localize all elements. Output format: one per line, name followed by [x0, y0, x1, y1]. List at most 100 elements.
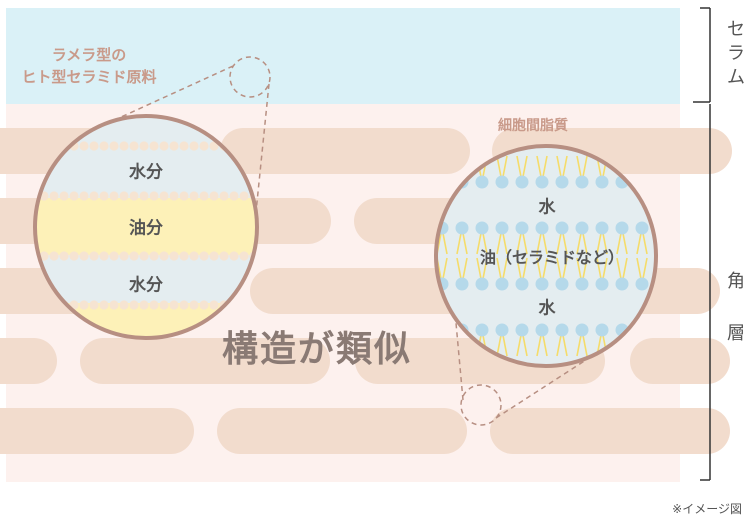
lipid-head: [535, 175, 549, 189]
lipid-head: [475, 323, 489, 337]
lipid-head: [229, 191, 239, 201]
corneum-char: 層: [727, 323, 745, 344]
corneocyte: [490, 408, 730, 454]
lipid-head: [59, 251, 69, 261]
lipid-head: [199, 251, 209, 261]
lipid-head: [219, 191, 229, 201]
right-layer-water-bottom: 水: [538, 298, 556, 319]
zoom-source-circle-corneum: [460, 384, 502, 426]
image-note: ※イメージ図: [672, 502, 742, 516]
lamellar-label-line2: ヒト型セラミド原料: [21, 68, 157, 86]
corneum-char: 角: [727, 271, 745, 292]
lipid-head: [79, 191, 89, 201]
lipid-head: [149, 251, 159, 261]
bracket-serum: [693, 7, 711, 103]
lipid-head: [575, 277, 589, 291]
lipid-head: [475, 277, 489, 291]
lipid-head: [595, 221, 609, 235]
lipid-head: [119, 191, 129, 201]
lipid-head: [119, 141, 129, 151]
lipid-head: [209, 300, 219, 310]
lipid-head: [179, 141, 189, 151]
lipid-head: [635, 277, 649, 291]
lipid-head: [119, 300, 129, 310]
corneocyte: [0, 338, 57, 384]
lipid-head: [79, 141, 89, 151]
lipid-head: [595, 323, 609, 337]
lipid-head: [575, 175, 589, 189]
corneocyte: [217, 408, 467, 454]
lipid-head: [39, 251, 49, 261]
lipid-head: [59, 191, 69, 201]
lipid-head: [89, 141, 99, 151]
lipid-head: [495, 323, 509, 337]
bracket-corneum: [700, 104, 711, 481]
lipid-head: [109, 141, 119, 151]
lipid-head: [615, 221, 629, 235]
magnifier-border: [33, 114, 259, 340]
lipid-head: [209, 251, 219, 261]
left-layer-oil: 油分: [129, 218, 163, 239]
lipid-head: [139, 251, 149, 261]
lipid-head: [189, 191, 199, 201]
lipid-head: [515, 323, 529, 337]
zoom-line: [454, 311, 464, 401]
serum-char: ム: [727, 67, 745, 88]
lamellar-ceramide-label: ラメラ型の ヒト型セラミド原料: [14, 44, 164, 88]
corneocyte: [250, 268, 480, 314]
lipid-head: [99, 191, 109, 201]
corneocyte: [80, 338, 330, 384]
serum-layer-bg: [6, 8, 680, 104]
lipid-head: [179, 191, 189, 201]
lipid-head: [149, 300, 159, 310]
left-layer-water-top: 水分: [129, 162, 163, 183]
lipid-head: [535, 323, 549, 337]
lipid-head: [189, 300, 199, 310]
lipid-head: [139, 300, 149, 310]
lipid-head: [69, 251, 79, 261]
magnifier-lamellar: [33, 114, 259, 340]
serum-layer-label: セ ラ ム: [726, 18, 746, 90]
lipid-head: [455, 221, 469, 235]
lipid-head: [239, 251, 249, 261]
lipid-head: [555, 175, 569, 189]
lipid-head: [495, 221, 509, 235]
lipid-head: [109, 251, 119, 261]
magnifier-border: [434, 144, 658, 368]
lipid-head: [229, 251, 239, 261]
lipid-head: [515, 277, 529, 291]
corneocyte: [220, 128, 470, 174]
lipid-head: [515, 221, 529, 235]
intercellular-lipid-label: 細胞間脂質: [498, 118, 568, 134]
lipid-head: [239, 191, 249, 201]
lipid-head: [199, 300, 209, 310]
lipid-head: [149, 141, 159, 151]
lipid-head: [179, 251, 189, 261]
lipid-head: [179, 300, 189, 310]
lipid-head: [49, 191, 59, 201]
lipid-head: [635, 221, 649, 235]
lipid-head: [159, 191, 169, 201]
lipid-head: [555, 323, 569, 337]
lipid-head: [169, 141, 179, 151]
lipid-head: [79, 251, 89, 261]
lipid-head: [69, 191, 79, 201]
lipid-head: [169, 251, 179, 261]
lipid-head: [89, 191, 99, 201]
zoom-line: [107, 65, 234, 124]
lipid-head: [595, 175, 609, 189]
lipid-head: [79, 300, 89, 310]
lipid-head: [199, 191, 209, 201]
structure-similar-caption: 構造が類似: [222, 329, 413, 370]
lipid-head: [99, 251, 109, 261]
lipid-head: [219, 251, 229, 261]
lipid-head: [189, 141, 199, 151]
lipid-head: [615, 277, 629, 291]
right-layer-oil: 油（セラミドなど）: [479, 248, 625, 267]
corneocyte: [630, 338, 730, 384]
lipid-head: [139, 191, 149, 201]
lipid-head: [129, 141, 139, 151]
lipid-head: [199, 141, 209, 151]
lipid-head: [495, 175, 509, 189]
